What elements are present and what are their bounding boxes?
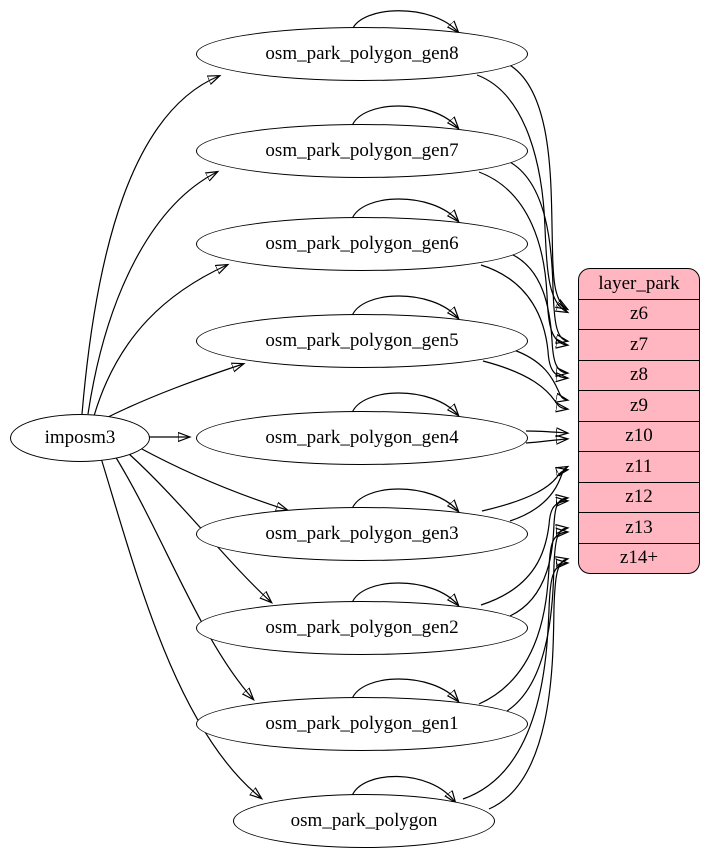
node-label: osm_park_polygon_gen8 <box>265 43 459 64</box>
node-osm-park-polygon-gen2: osm_park_polygon_gen2 <box>196 601 528 655</box>
edge-imposm3-to-gen5 <box>103 364 243 420</box>
record-row-z8: z8 <box>579 359 699 391</box>
record-header: layer_park <box>598 272 680 294</box>
edge-gen8-to-z6-a <box>507 63 567 309</box>
node-layer-park: layer_park z6 z7 z8 z9 z10 z11 z12 z13 z… <box>578 268 700 574</box>
edge-gen2-to-z12-b <box>480 501 567 606</box>
record-row-z6: z6 <box>579 298 699 330</box>
node-imposm3: imposm3 <box>10 414 150 462</box>
record-row-z7: z7 <box>579 329 699 360</box>
node-osm-park-polygon-gen1: osm_park_polygon_gen1 <box>196 697 528 751</box>
node-osm-park-polygon-gen8: osm_park_polygon_gen8 <box>196 27 528 81</box>
edge-imposm3-to-gen1 <box>114 455 253 699</box>
node-label: osm_park_polygon_gen7 <box>265 140 459 161</box>
record-row-z11: z11 <box>579 451 699 482</box>
node-osm-park-polygon-gen3: osm_park_polygon_gen3 <box>196 507 528 561</box>
edge-gen1-to-z13-b <box>478 532 567 705</box>
table-to-layer-edges <box>462 63 567 810</box>
edge-gen2-to-z12-a <box>509 498 567 617</box>
self-loop-gen7 <box>351 105 458 128</box>
self-loop-gen2 <box>351 582 458 605</box>
self-loop-gen6 <box>351 198 458 221</box>
record-row-z12: z12 <box>579 481 699 513</box>
edge-imposm3-to-gen6 <box>93 265 227 417</box>
node-label: osm_park_polygon_gen6 <box>265 233 459 254</box>
edge-polygon-to-z14-a <box>488 559 567 810</box>
edge-gen6-to-z8-a <box>508 252 567 373</box>
node-osm-park-polygon-gen4: osm_park_polygon_gen4 <box>196 411 528 465</box>
edge-gen4-to-z10-a <box>525 431 567 433</box>
edge-gen7-to-z7-a <box>507 160 567 341</box>
node-osm-park-polygon-gen7: osm_park_polygon_gen7 <box>196 124 528 178</box>
self-loop-edges <box>351 10 458 802</box>
record-row-z14: z14+ <box>579 542 699 574</box>
self-loop-gen5 <box>351 295 458 318</box>
record-row-z9: z9 <box>579 390 699 421</box>
self-loop-gen1 <box>351 678 458 701</box>
node-label: osm_park_polygon_gen2 <box>265 617 459 638</box>
edge-gen5-to-z9-a <box>510 348 567 400</box>
edge-gen6-to-z8-b <box>480 264 567 378</box>
record-row-z13: z13 <box>579 512 699 543</box>
self-loop-gen3 <box>351 488 458 511</box>
edge-imposm3-to-gen3 <box>139 447 287 510</box>
edge-gen7-to-z7-b <box>478 171 567 345</box>
record-row-z10: z10 <box>579 420 699 452</box>
edge-gen3-to-z11-b <box>481 470 567 512</box>
edge-imposm3-to-polygon <box>100 457 261 798</box>
node-label: osm_park_polygon_gen1 <box>265 713 459 734</box>
node-label: imposm3 <box>44 427 116 448</box>
edge-gen5-to-z9-b <box>482 360 567 409</box>
node-osm-park-polygon-gen6: osm_park_polygon_gen6 <box>196 217 528 271</box>
self-loop-polygon <box>351 775 455 802</box>
node-label: osm_park_polygon <box>290 810 438 831</box>
self-loop-gen4 <box>351 392 458 415</box>
node-label: osm_park_polygon_gen4 <box>265 427 459 448</box>
node-osm-park-polygon-gen5: osm_park_polygon_gen5 <box>196 314 528 368</box>
self-loop-gen8 <box>351 10 458 32</box>
node-label: osm_park_polygon_gen5 <box>265 330 459 351</box>
imposm3-fan-edges <box>81 76 287 798</box>
node-osm-park-polygon: osm_park_polygon <box>233 794 495 848</box>
edge-imposm3-to-gen8 <box>81 76 219 415</box>
edge-polygon-to-z14-b <box>462 563 567 800</box>
edge-gen4-to-z10-b <box>525 439 567 443</box>
node-label: osm_park_polygon_gen3 <box>265 523 459 544</box>
edge-imposm3-to-gen7 <box>87 172 217 415</box>
